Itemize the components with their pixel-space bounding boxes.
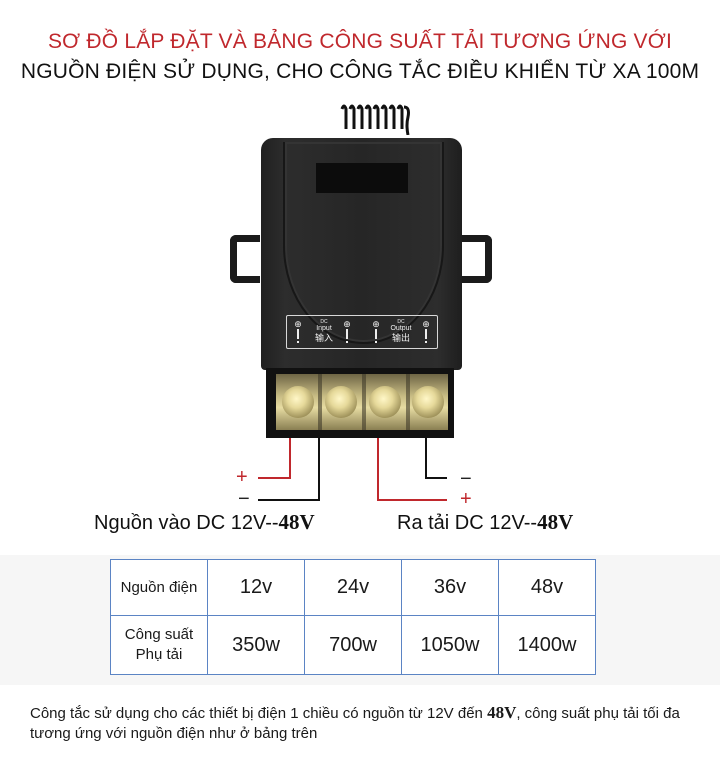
indicator-window [316, 163, 408, 193]
row-header-voltage: Nguồn điện [110, 559, 208, 616]
input-voltage-label: Nguồn vào DC 12V--48V [94, 510, 315, 534]
mounting-tab-left [230, 235, 260, 283]
voltage-cell: 24v [304, 559, 402, 616]
power-cell: 350w [207, 615, 305, 675]
terminal-label-panel: ⊕ DC Input 输入 ⊕ ⊕ DC Output 输出 ⊕ [286, 315, 438, 349]
input-negative-sign: − [238, 488, 250, 510]
terminal-marker-icon: ⊕ [342, 319, 352, 343]
power-cell: 1400w [498, 615, 596, 675]
voltage-cell: 12v [207, 559, 305, 616]
output-positive-sign: + [460, 488, 472, 510]
power-cell: 700w [304, 615, 402, 675]
voltage-cell: 36v [401, 559, 499, 616]
output-label: DC Output 输出 [390, 319, 412, 343]
input-positive-sign: + [236, 466, 248, 488]
terminal-marker-icon: ⊕ [371, 319, 381, 343]
title-line-1: SƠ ĐỒ LẮP ĐẶT VÀ BẢNG CÔNG SUẤT TẢI TƯƠN… [47, 30, 673, 53]
table-row-voltage: Nguồn điện 12v 24v 36v 48v [110, 559, 596, 616]
output-voltage-label: Ra tải DC 12V--48V [397, 510, 574, 534]
screw-terminal-block [266, 368, 454, 438]
usage-note: Công tắc sử dụng cho các thiết bị điện 1… [30, 703, 680, 742]
screw-icon [369, 386, 401, 418]
screw-icon [412, 386, 444, 418]
output-negative-sign: − [460, 468, 472, 490]
mounting-tab-right [462, 235, 492, 283]
front-shield [283, 142, 444, 344]
terminal-marker-icon: ⊕ [421, 319, 431, 343]
power-cell: 1050w [401, 615, 499, 675]
voltage-cell: 48v [498, 559, 596, 616]
title-line-2: NGUỒN ĐIỆN SỬ DỤNG, CHO CÔNG TẮC ĐIỀU KH… [20, 60, 700, 83]
terminal-marker-icon: ⊕ [293, 319, 303, 343]
screw-icon [282, 386, 314, 418]
input-label: DC Input 输入 [314, 319, 333, 343]
device-body: ⊕ DC Input 输入 ⊕ ⊕ DC Output 输出 ⊕ [261, 138, 462, 370]
coil-antenna-icon [340, 104, 410, 135]
screw-icon [325, 386, 357, 418]
